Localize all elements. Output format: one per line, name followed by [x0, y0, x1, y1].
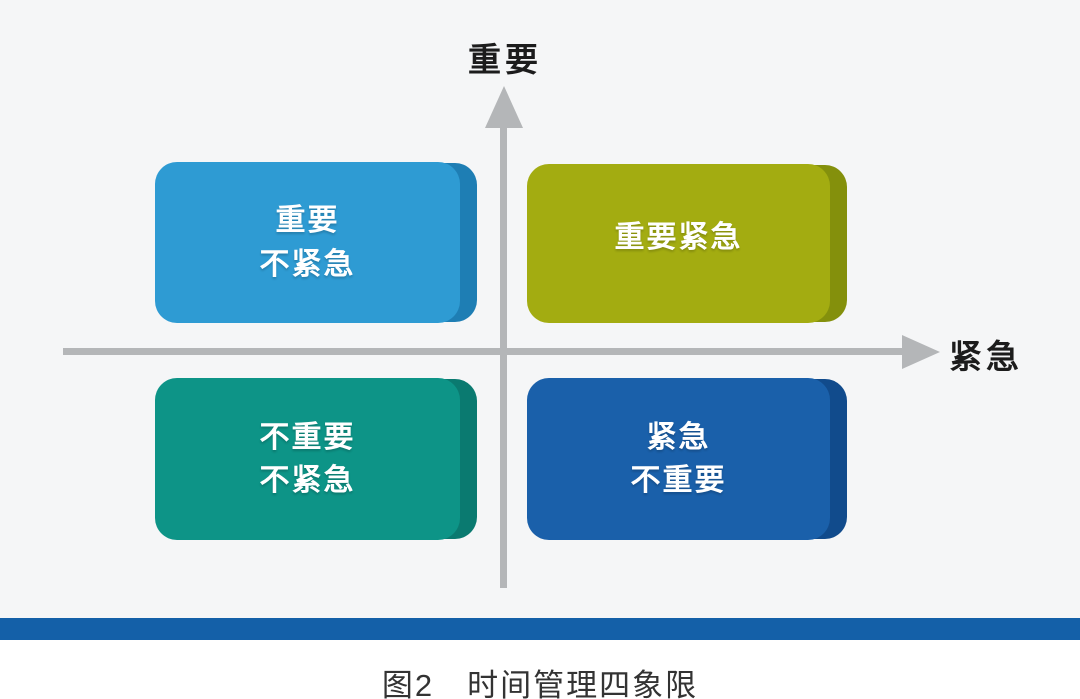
quadrant-face: 不重要 不紧急	[155, 378, 460, 540]
x-axis-arrowhead-icon	[902, 335, 940, 369]
quadrant-label-line: 紧急	[646, 420, 711, 454]
divider-bar	[0, 618, 1080, 640]
quadrant-not-important-not-urgent: 不重要 不紧急	[155, 378, 477, 540]
y-axis-arrowhead-icon	[485, 86, 523, 128]
quadrant-label-line: 不重要	[630, 464, 727, 497]
quadrant-important-urgent: 重要紧急	[527, 164, 847, 323]
quadrant-face: 重要紧急	[527, 164, 830, 323]
figure-caption: 图2 时间管理四象限	[381, 668, 699, 699]
y-axis-label: 重要	[468, 41, 542, 78]
quadrant-face: 紧急 不重要	[527, 378, 830, 540]
x-axis-label: 紧急	[949, 338, 1023, 375]
quadrant-urgent-not-important: 紧急 不重要	[527, 378, 847, 540]
footer-background	[0, 640, 1080, 699]
quadrant-label-line: 不紧急	[259, 247, 356, 281]
quadrant-important-not-urgent: 重要 不紧急	[155, 162, 477, 323]
quadrant-face: 重要 不紧急	[155, 162, 460, 323]
quadrant-label-line: 重要紧急	[614, 220, 743, 254]
x-axis-line	[63, 348, 905, 355]
quadrant-label-line: 不重要	[259, 420, 356, 454]
quadrant-label-line: 不紧急	[259, 464, 356, 497]
quadrant-label-line: 重要	[275, 204, 340, 237]
